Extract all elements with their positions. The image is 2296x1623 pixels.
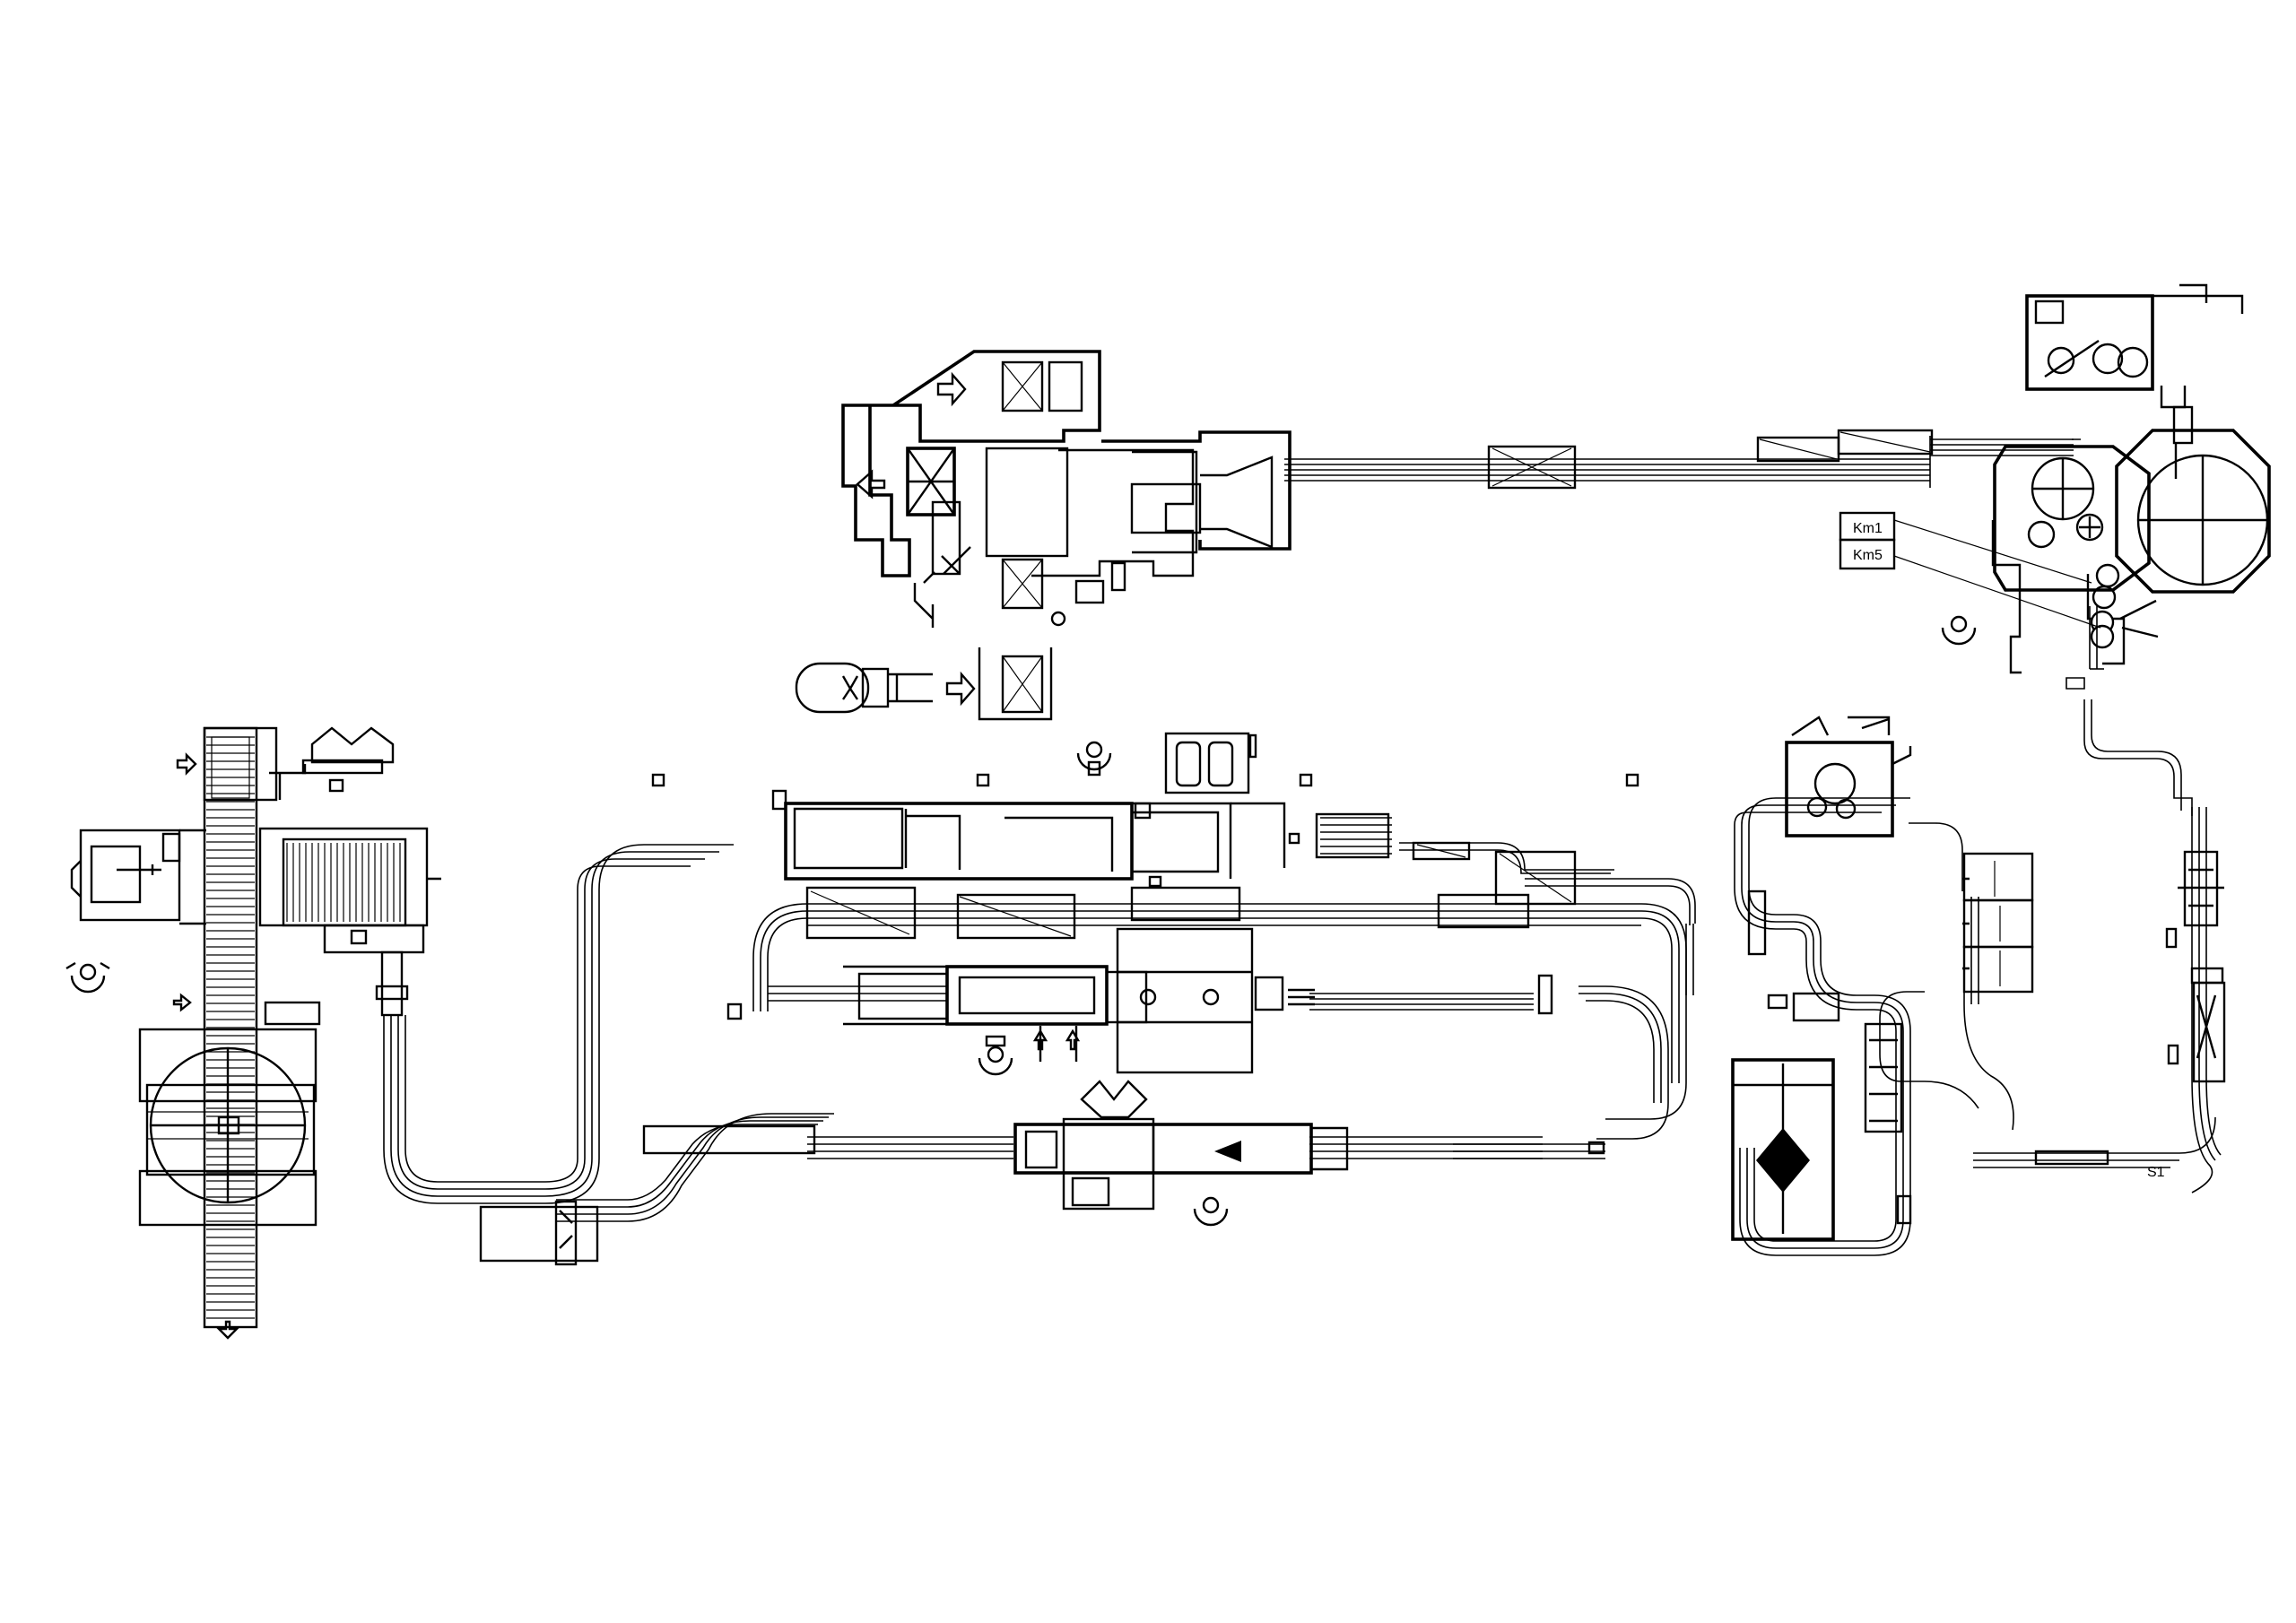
bottle-conveyor-right xyxy=(2066,606,2193,816)
central-conveyors xyxy=(651,732,1639,888)
main-conveyor-lower xyxy=(807,1136,1543,1159)
pallet-turntable xyxy=(138,1028,317,1227)
pallet-conveyor xyxy=(203,726,258,1329)
shrink-tunnel xyxy=(1013,1080,1349,1211)
rinser xyxy=(1785,716,1912,838)
bottle-conveyor-descent xyxy=(1973,807,2222,1193)
bottle-conveyor-center xyxy=(1734,797,1911,1256)
inner-conveyor-loop xyxy=(752,903,947,1011)
operator-icon xyxy=(1941,615,1977,646)
feed-conveyor xyxy=(375,950,409,1017)
km-labels: Km1 Km5 xyxy=(1839,511,2101,629)
forklift-icon xyxy=(795,662,933,714)
pack-trays xyxy=(1962,852,2034,994)
filler-carousel xyxy=(1991,429,2271,674)
operator-icon xyxy=(65,961,110,994)
control-cabinet xyxy=(1164,732,1250,794)
palletizer-area xyxy=(65,726,441,1340)
main-conveyor-middle xyxy=(807,903,1687,1159)
stacker-unit xyxy=(179,827,441,954)
labeler-outfeed xyxy=(1309,993,1534,1011)
storage-tank xyxy=(1731,1058,1835,1241)
operator-icon xyxy=(1193,1196,1229,1227)
transfer-box xyxy=(479,1205,599,1263)
arrow-right-icon xyxy=(945,671,976,707)
labeling-machine xyxy=(843,927,1315,1074)
filler-block xyxy=(2025,283,2244,479)
bottom-conveyor-section xyxy=(642,1124,816,1155)
wrapper-cabinet xyxy=(70,829,181,922)
operator-icon xyxy=(1076,741,1112,777)
km1-label: Km1 xyxy=(1853,521,1883,536)
arrow-right-icon xyxy=(176,752,197,776)
arrow-left-icon xyxy=(1214,1141,1241,1162)
case-packer xyxy=(795,350,1292,721)
return-conveyor-loop xyxy=(383,844,834,1222)
s1-label: S1 xyxy=(2147,1165,2165,1180)
bottle-conveyor-snake xyxy=(1879,822,2014,1131)
hopper-icon xyxy=(310,726,395,764)
arrow-right-icon xyxy=(936,371,967,407)
arrow-left-icon xyxy=(856,469,886,499)
km5-label: Km5 xyxy=(1853,548,1883,563)
case-conveyor-upper xyxy=(1284,436,2081,488)
arrow-up-icon xyxy=(1032,1028,1048,1051)
main-conveyor-upper xyxy=(1320,817,1696,995)
arrow-down-icon xyxy=(216,1320,239,1340)
arrow-up-icon xyxy=(1065,1028,1081,1051)
operator-icon xyxy=(978,1035,1013,1076)
belt-section xyxy=(1487,445,1577,490)
arrow-left-icon xyxy=(172,993,192,1012)
